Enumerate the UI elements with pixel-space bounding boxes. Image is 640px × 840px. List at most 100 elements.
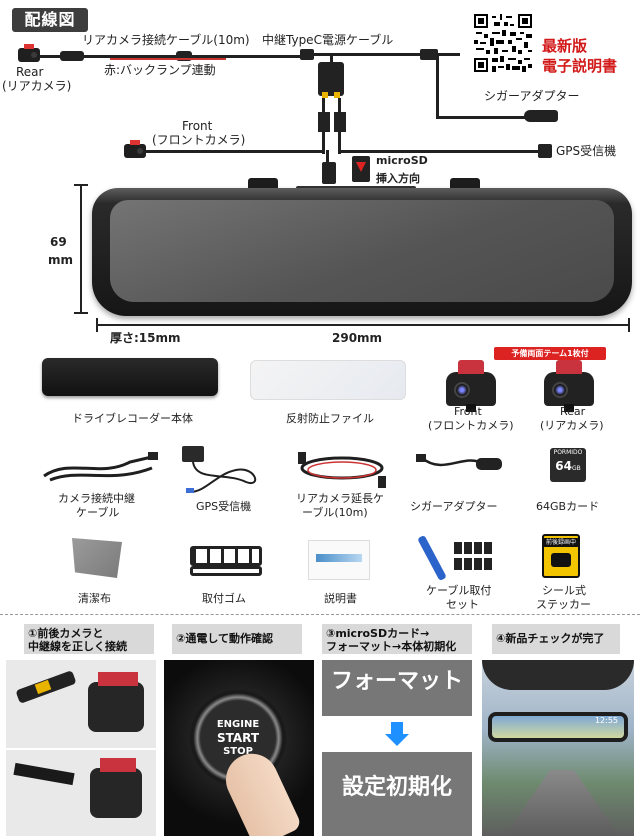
arrow-down-icon xyxy=(356,162,366,172)
manual-line1: 最新版 xyxy=(542,37,588,55)
step-3-image: フォーマット 設定初期化 xyxy=(322,660,472,836)
engine-label-3: STOP xyxy=(223,746,253,757)
section-divider xyxy=(0,614,640,615)
sd-card-unit: GB xyxy=(571,465,581,472)
mirror-body xyxy=(92,188,632,316)
rear-cable-connector xyxy=(60,51,84,61)
relay-cable xyxy=(300,53,460,56)
red-wire xyxy=(110,58,226,60)
item-label-cigar: シガーアダプター xyxy=(410,500,498,513)
arrow-down-icon-head xyxy=(385,734,409,746)
microsd-direction-label: 挿入方向 xyxy=(376,172,420,185)
junction-plug xyxy=(318,112,330,132)
width-dimension-cap xyxy=(628,318,630,332)
item-label-relay-cable-2: ケーブル xyxy=(76,506,120,519)
item-label-rubber: 取付ゴム xyxy=(202,592,246,605)
step-4-line1: ④新品チェックが完了 xyxy=(496,632,605,645)
step-1-header: ①前後カメラと 中継線を正しく接続 xyxy=(24,624,154,654)
front-camera-label-jp: (フロントカメラ) xyxy=(152,133,246,147)
thickness-label: 厚さ:15mm xyxy=(110,331,181,345)
height-dimension-cap xyxy=(74,312,88,314)
page-title: 配線図 xyxy=(12,8,88,32)
anti-glare-film-image xyxy=(250,360,406,400)
rear-extension-cable-image xyxy=(298,452,386,488)
engine-label-2: START xyxy=(216,731,260,745)
rear-camera-image xyxy=(544,360,594,412)
item-label-extension: リアカメラ延長ケ xyxy=(296,492,384,505)
rear-cable-label: リアカメラ接続ケーブル(10m) xyxy=(82,33,250,47)
step-4-header: ④新品チェックが完了 xyxy=(492,624,620,654)
rubber-mounts-image-2 xyxy=(190,566,262,576)
format-text: フォーマット xyxy=(330,669,463,694)
gps-cable xyxy=(340,150,540,153)
item-label-relay-cable: カメラ接続中継 xyxy=(58,492,135,505)
item-label-dashcam: ドライブレコーダー本体 xyxy=(72,412,193,425)
height-unit: mm xyxy=(48,253,74,267)
width-dimension-cap xyxy=(96,318,98,332)
reset-text: 設定初期化 xyxy=(341,775,452,800)
qr-code[interactable] xyxy=(472,12,534,74)
front-camera-label: Front xyxy=(182,119,213,133)
step-3-line2: フォーマット→本体初期化 xyxy=(326,640,457,653)
item-label-front: Front xyxy=(454,405,482,418)
step-1-image xyxy=(6,660,156,836)
front-camera-tape xyxy=(130,140,140,145)
step-3-header: ③microSDカード→ フォーマット→本体初期化 xyxy=(322,624,472,654)
screen-time: 12:55 xyxy=(594,716,618,725)
gps-icon xyxy=(538,144,552,158)
rear-cable xyxy=(40,55,310,58)
sticker-text: 前後録画中 xyxy=(544,538,578,547)
relay-cable-image xyxy=(43,452,158,482)
item-label-rear: Rear xyxy=(560,405,586,418)
rear-camera-label: Rear xyxy=(16,65,44,79)
front-camera-image xyxy=(446,360,496,412)
cigar-cable xyxy=(436,54,439,118)
cigar-adapter-icon xyxy=(524,110,558,122)
rear-camera-icon xyxy=(18,48,40,62)
height-dimension-cap xyxy=(74,184,88,186)
manual-image-strip xyxy=(316,554,362,562)
item-label-cable-set: ケーブル取付 xyxy=(426,584,492,597)
sd-card-size: 64 xyxy=(555,459,572,473)
step-3-line1: ③microSDカード→ xyxy=(326,627,430,640)
item-label-manual: 説明書 xyxy=(324,592,357,605)
mirror-screen xyxy=(110,200,614,302)
cable-clips-image-2 xyxy=(454,558,494,570)
camera-icon xyxy=(551,553,571,567)
step-1-line2: 中継線を正しく接続 xyxy=(28,640,127,653)
rear-camera-label-jp: (リアカメラ) xyxy=(2,79,72,93)
item-label-sticker: シール式 xyxy=(542,584,586,597)
front-camera-cable xyxy=(146,150,324,153)
cigar-cable xyxy=(436,116,526,119)
junction-cable xyxy=(330,56,333,66)
rear-camera-tape xyxy=(24,44,34,49)
item-label-front-jp: (フロントカメラ) xyxy=(428,419,514,432)
step-4-image: 12:55 xyxy=(482,660,634,836)
item-label-cable-set-2: セット xyxy=(446,598,479,611)
gps-receiver-image xyxy=(182,446,257,493)
cleaning-cloth-image xyxy=(72,538,122,578)
item-label-sticker-2: ステッカー xyxy=(536,598,591,611)
junction-yellow xyxy=(334,92,340,98)
rear-cable-connector xyxy=(176,51,192,61)
step-2-line1: ②通電して動作確認 xyxy=(176,632,273,645)
cable-tool-image xyxy=(417,534,447,582)
mirror-screen-display: 12:55 xyxy=(488,712,628,742)
front-camera-icon xyxy=(124,144,146,158)
relay-cable-label: 中継TypeC電源ケーブル xyxy=(262,33,394,47)
spare-tape-badge: 予備両面テーム1枚付 xyxy=(494,347,606,360)
width-value: 290mm xyxy=(332,331,383,345)
junction-yellow xyxy=(322,92,328,98)
width-dimension-line xyxy=(96,324,630,326)
item-label-gps: GPS受信機 xyxy=(196,500,252,513)
microsd-cable xyxy=(326,150,329,170)
sticker-image: 前後録画中 xyxy=(542,534,580,578)
relay-connector xyxy=(300,49,314,60)
microsd-label: microSD xyxy=(376,154,428,167)
arrow-down-icon xyxy=(391,722,403,734)
cigar-label: シガーアダプター xyxy=(484,89,580,103)
cigar-adapter-image xyxy=(416,454,502,470)
item-label-film: 反射防止ファイル xyxy=(286,412,374,425)
dashcam-body-image xyxy=(42,358,218,396)
sd-card-brand: PORMIDO xyxy=(553,449,583,456)
